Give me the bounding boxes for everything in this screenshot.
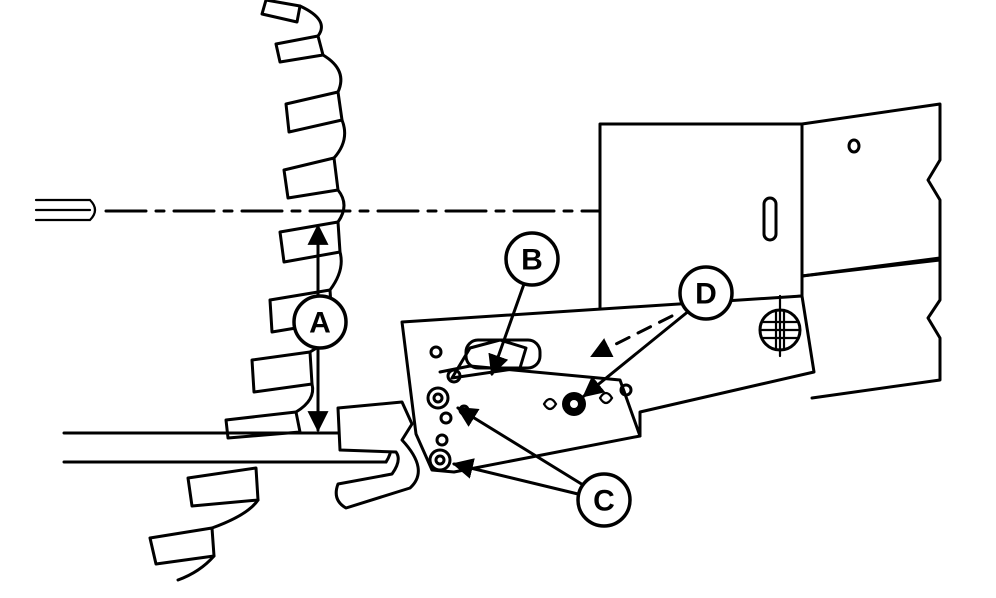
callout-c-label: C — [593, 485, 615, 518]
adjusting-knob-icon — [758, 294, 802, 358]
callout-d: D — [678, 265, 734, 321]
gearbox-housing — [598, 102, 942, 400]
bolt-icon — [428, 448, 452, 472]
shaft-centerline — [34, 198, 602, 222]
mounting-plate — [400, 294, 816, 474]
callout-a: A — [292, 294, 348, 350]
auger-flighting — [148, 0, 347, 582]
callout-d-label: D — [695, 278, 717, 311]
bracket-clamp — [334, 400, 420, 510]
callout-b: B — [504, 231, 560, 287]
leader-lines — [307, 223, 692, 496]
callout-c: C — [576, 472, 632, 528]
callout-b-label: B — [521, 244, 543, 277]
callout-a-label: A — [309, 307, 331, 340]
bolt-icon — [426, 386, 450, 410]
